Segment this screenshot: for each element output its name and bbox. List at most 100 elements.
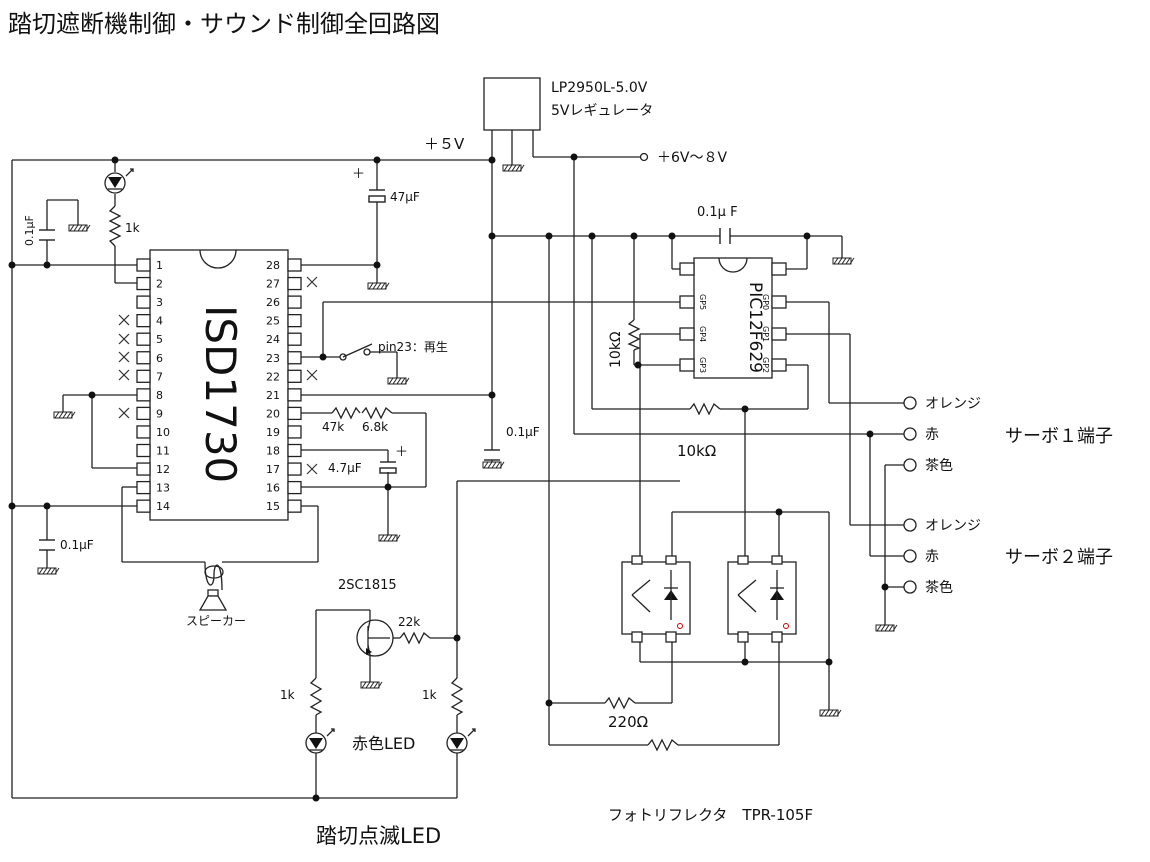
pic-pin-label: GP0 (761, 294, 770, 310)
ground-icon (37, 567, 60, 575)
isd-pin-1: 1 (136, 258, 163, 272)
speaker (198, 561, 228, 611)
isd-pin-21: 21 (266, 388, 302, 402)
pic-pin-gp2: GP2 (761, 357, 787, 373)
isd-pin-3: 3 (136, 295, 163, 309)
photoreflector-1 (621, 555, 691, 643)
isd-pin-label: 13 (156, 482, 170, 495)
pic-pin-gp5: GP5 (679, 294, 707, 310)
ground-icon (819, 709, 842, 717)
isd-pin-label: 14 (156, 500, 170, 513)
label-r-10k-horizontal: 10kΩ (677, 442, 716, 460)
label-cap-bottom-left: 0.1μF (60, 538, 94, 552)
pin23-switch (339, 343, 373, 361)
label-pin23: pin23：再生 (378, 340, 448, 354)
label-transistor: 2SC1815 (338, 578, 397, 593)
servo1-wire-brown: 茶色 (925, 457, 953, 474)
pic-pin-label: GP1 (761, 326, 770, 342)
pic-name: PIC12F629 (745, 282, 765, 373)
label-photoreflector: フォトリフレクタ TPR-105F (608, 806, 813, 824)
isd-pin-10: 10 (136, 425, 170, 439)
pic-pin-gp3: GP3 (679, 357, 707, 373)
label-r-1k-left: 1k (280, 688, 295, 702)
ground-icon (482, 461, 505, 469)
isd-pin-12: 12 (136, 462, 170, 476)
label-r-6-8k: 6.8k (362, 420, 388, 434)
capacitors (39, 189, 731, 551)
resistors (108, 205, 721, 752)
wires (11, 130, 905, 799)
pic-pin-label: GP4 (698, 326, 707, 342)
isd-pin-label: 6 (156, 352, 163, 365)
label-plus-b: ＋ (395, 445, 408, 460)
ground-symbols (37, 164, 898, 717)
isd-pin-label: 15 (266, 500, 280, 513)
isd-pin-2: 2 (136, 276, 163, 291)
isd-pin-label: 23 (266, 352, 280, 365)
servo1-wire-orange: オレンジ (925, 396, 981, 412)
regulator: LP2950L-5.0V 5Vレギュレータ (483, 77, 653, 131)
isd-pin-label: 9 (156, 407, 163, 420)
label-r-10k-vertical: 10kΩ (608, 331, 624, 368)
isd-pin-11: 11 (136, 443, 170, 458)
isd-pin-label: 10 (156, 426, 170, 439)
isd-name: ISD1730 (196, 305, 245, 483)
isd-pin-label: 24 (266, 333, 280, 346)
isd-pin-label: 19 (266, 426, 280, 439)
ground-icon (832, 257, 855, 265)
label-r-1k-right: 1k (422, 688, 437, 702)
isd-pin-20: 20 (266, 406, 302, 420)
isd-pin-label: 5 (156, 333, 163, 346)
label-vin: ＋6V～８V (657, 150, 727, 166)
servo2-wire-brown: 茶色 (925, 579, 953, 596)
no-connect-marks (118, 276, 318, 475)
pic-pin-gp1: GP1 (761, 326, 787, 342)
isd-pin-6: 6 (136, 351, 163, 365)
label-r-1k-led: 1k (125, 221, 140, 235)
isd-pin-13: 13 (136, 480, 170, 495)
isd-pin-24: 24 (266, 332, 302, 346)
junction-dots (8, 153, 889, 802)
regulator-desc: 5Vレギュレータ (551, 103, 653, 119)
isd-pin-label: 28 (266, 259, 280, 272)
isd-pin-label: 27 (266, 278, 280, 291)
isd-pin-28: 28 (266, 258, 302, 272)
servo2-wire-red: 赤 (925, 549, 939, 565)
label-cap-pic: 0.1μ F (697, 205, 738, 220)
led-right (446, 728, 476, 754)
isd-pin-23: 23 (266, 351, 302, 365)
transistor-2sc1815 (356, 619, 394, 657)
servo1-wire-red: 赤 (925, 427, 939, 443)
isd-pin-label: 4 (156, 315, 163, 328)
isd-pin-8: 8 (136, 388, 163, 402)
isd-pin-16: 16 (266, 480, 302, 495)
isd-pin-label: 18 (266, 445, 280, 458)
ground-icon (360, 681, 383, 689)
pic-pin-gp0: GP0 (761, 294, 787, 310)
isd-pin-label: 2 (156, 278, 163, 291)
isd-pin-label: 25 (266, 315, 280, 328)
ground-icon (378, 534, 401, 542)
isd-pin-label: 8 (156, 389, 163, 402)
isd-pin-27: 27 (266, 276, 302, 291)
ground-icon (875, 624, 898, 632)
pic-pin-label: GP3 (698, 357, 707, 373)
isd-pin-17: 17 (266, 462, 302, 476)
isd-pin-label: 1 (156, 259, 163, 272)
isd-pin-label: 3 (156, 296, 163, 309)
ground-icon (502, 164, 525, 172)
labels: ＋５V ＋6V～８V 0.1μF 1k ＋ 47μF pin23：再生 47k … (23, 135, 1113, 848)
photoreflector-2 (727, 555, 797, 643)
servo1-title: サーボ１端子 (1005, 426, 1113, 447)
pic-pin-label: GP5 (698, 294, 707, 310)
isd-pin-22: 22 (266, 369, 302, 383)
pic-pin-label: GP2 (761, 357, 770, 373)
isd-pin-label: 16 (266, 482, 280, 495)
isd-pin-label: 7 (156, 370, 163, 383)
servo2-title: サーボ２端子 (1005, 547, 1113, 568)
isd1730-chip: ISD1730 (149, 249, 289, 521)
label-r-220: 220Ω (608, 713, 648, 731)
label-r-47k: 47k (322, 420, 344, 434)
